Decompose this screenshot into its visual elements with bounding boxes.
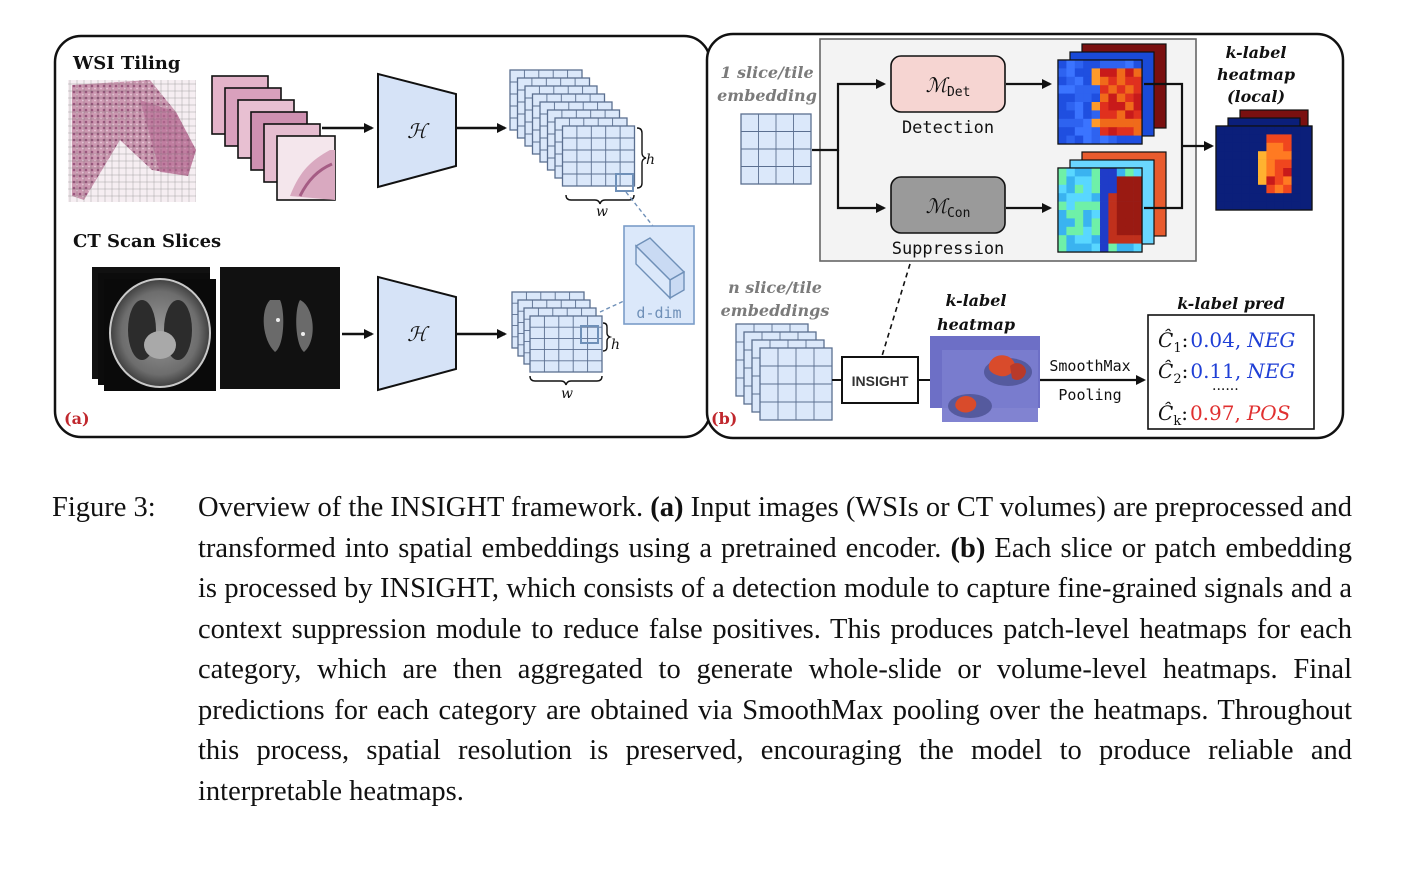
brace-h-bottom (602, 322, 613, 352)
global-heatmap-label-2: heatmap (937, 315, 1015, 334)
embedding-stack-ct (511, 291, 603, 373)
multi-embedding-stack (735, 323, 833, 421)
embedding-grid-layer (740, 113, 812, 185)
embedding-grid-layer (759, 347, 833, 421)
pred-row: Ĉ2:0.11,NEG (1158, 358, 1295, 387)
wsi-tiling-title: WSI Tiling (72, 53, 181, 74)
ct-slice-stack (92, 267, 340, 391)
pooling-label-1: SmoothMax (1049, 357, 1130, 375)
multi-embedding-label-1: n slice/tile (728, 278, 822, 297)
dim-h-bottom: h (611, 337, 620, 353)
svg-text:ℳDet: ℳDet (926, 73, 971, 100)
multi-embedding-label-2: embeddings (721, 301, 830, 320)
brace-h-top (636, 127, 647, 189)
svg-text:ℳCon: ℳCon (926, 194, 971, 221)
caption-bold-b: (b) (950, 532, 986, 564)
insight-label: INSIGHT (852, 373, 909, 389)
encoder-symbol-2: ℋ (407, 322, 430, 346)
pred-box (1147, 314, 1315, 430)
pred-dots: ...... (1212, 378, 1239, 394)
detection-label: Detection (902, 118, 994, 138)
global-heatmap-image (930, 336, 1040, 422)
caption-text-1: Overview of the INSIGHT framework. (198, 492, 651, 523)
caption-lead: Figure 3: (52, 492, 156, 523)
insight-framework-figure: WSI Tiling ℋ h (53, 32, 1345, 440)
dim-h-top: h (646, 152, 655, 168)
figure-caption: Figure 3: Overview of the INSIGHT framew… (52, 488, 1352, 812)
dim-w-top: w (596, 204, 608, 220)
wsi-thumbnail (68, 80, 196, 202)
brace-w-bottom (529, 375, 603, 386)
local-heatmap-label-3: (local) (1227, 87, 1285, 106)
embedding-stack-wsi (509, 69, 636, 192)
panel-b-tag: (b) (711, 409, 737, 428)
single-embedding-grid (740, 113, 812, 185)
insight-block: INSIGHT (841, 356, 919, 404)
panel-a-tag: (a) (64, 409, 90, 428)
local-heatmap-label-2: heatmap (1217, 65, 1295, 84)
encoder-bottom: ℋ (377, 275, 457, 392)
pred-title: k-label pred (1177, 294, 1285, 313)
pooling-label-2: Pooling (1058, 386, 1121, 404)
caption-text-3: Each slice or patch embedding is process… (198, 532, 1353, 807)
suppression-heatmap-stack (1057, 151, 1167, 253)
det-symbol: ℳ (926, 73, 950, 97)
d-dim-label: d-dim (636, 304, 681, 322)
detection-module: ℳDet (890, 55, 1006, 113)
con-subscript: Con (947, 206, 970, 221)
caption-body: Overview of the INSIGHT framework. (a) I… (198, 488, 1352, 812)
ct-scan-title: CT Scan Slices (73, 231, 221, 252)
con-symbol: ℳ (926, 194, 950, 218)
suppression-module: ℳCon (890, 176, 1006, 234)
encoder-symbol: ℋ (407, 119, 430, 143)
encoder-top: ℋ (377, 72, 457, 189)
caption-text-2: Input images (WSIs or CT volumes) are pr… (198, 492, 1352, 564)
dim-w-bottom: w (561, 386, 573, 402)
panel-a: WSI Tiling ℋ h (53, 34, 712, 439)
pred-row: Ĉ1:0.04,NEG (1158, 327, 1295, 356)
panel-b: 1 slice/tile embedding ℳDet Detection ℳC… (705, 32, 1345, 440)
pred-row: Ĉk:0.97,POS (1158, 400, 1290, 429)
d-dim-box: d-dim (623, 225, 695, 325)
caption-bold-a: (a) (650, 492, 684, 523)
detection-heatmap-stack (1057, 43, 1167, 145)
single-embedding-label-1: 1 slice/tile (720, 63, 813, 82)
local-heatmap-stack (1215, 109, 1313, 211)
wsi-tile-stack (211, 75, 336, 201)
suppression-label: Suppression (892, 239, 1005, 259)
local-heatmap-label-1: k-label (1226, 43, 1287, 62)
embedding-grid-layer (561, 125, 636, 187)
single-embedding-label-2: embedding (717, 86, 817, 105)
det-subscript: Det (947, 85, 970, 100)
global-heatmap-label-1: k-label (946, 291, 1007, 310)
